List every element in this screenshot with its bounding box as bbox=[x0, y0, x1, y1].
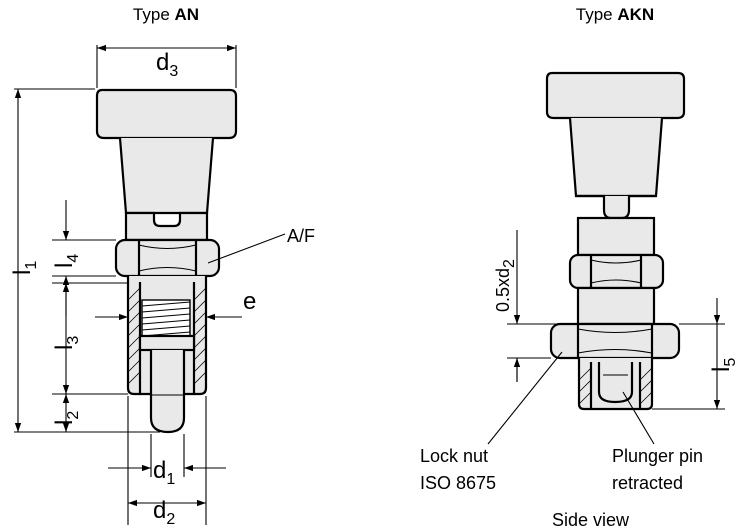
l5-label: l5 bbox=[708, 358, 735, 372]
plunger-label-line1: Plunger pin bbox=[612, 446, 703, 466]
akn-lower-hatch bbox=[578, 362, 653, 409]
d2-label: d2 bbox=[153, 497, 175, 528]
an-dimensions: d3 l1 l4 l3 l2 e A/F d1 bbox=[9, 44, 315, 528]
d3-label: d3 bbox=[156, 49, 178, 80]
an-plunger-collar bbox=[138, 334, 196, 352]
title-type-akn: Type AKN bbox=[576, 5, 654, 24]
akn-retracted-pin bbox=[597, 362, 634, 404]
l1-label: l1 bbox=[9, 261, 40, 275]
af-label: A/F bbox=[287, 226, 315, 246]
plunger-label-line2: retracted bbox=[612, 473, 683, 493]
an-plunger-pin bbox=[149, 350, 186, 434]
lock-nut-leader bbox=[487, 351, 563, 445]
akn-neck bbox=[576, 194, 656, 220]
akn-upper-hex-nut bbox=[568, 253, 665, 290]
akn-callouts: Lock nut ISO 8675 Plunger pin retracted … bbox=[420, 351, 703, 530]
type-akn-drawing bbox=[545, 71, 686, 411]
an-spring bbox=[141, 299, 191, 337]
type-an-drawing bbox=[95, 88, 238, 434]
half-d2-label: 0.5xd2 bbox=[493, 259, 518, 312]
akn-lock-nut bbox=[549, 322, 681, 360]
l3-label: l3 bbox=[51, 336, 82, 350]
d1-label: d1 bbox=[153, 457, 175, 488]
akn-knob-stem bbox=[568, 117, 664, 198]
l2-label: l2 bbox=[51, 411, 82, 425]
title-type-an: Type AN bbox=[133, 5, 199, 24]
akn-thread-mid bbox=[576, 286, 656, 326]
plunger-leader bbox=[622, 391, 655, 445]
an-hex-nut bbox=[114, 238, 221, 278]
lock-nut-label-line1: Lock nut bbox=[420, 446, 488, 466]
lock-nut-label-line2: ISO 8675 bbox=[420, 473, 496, 493]
akn-dimensions: 0.5xd2 l5 bbox=[493, 230, 735, 410]
akn-thread-body bbox=[576, 216, 656, 257]
an-knob-head bbox=[95, 88, 238, 140]
an-slot bbox=[124, 211, 209, 242]
an-knob-stem bbox=[118, 137, 215, 215]
side-view-label: Side view bbox=[552, 510, 630, 530]
l4-label: l4 bbox=[51, 254, 82, 268]
e-label: e bbox=[243, 288, 256, 315]
akn-knob-head bbox=[545, 71, 686, 120]
